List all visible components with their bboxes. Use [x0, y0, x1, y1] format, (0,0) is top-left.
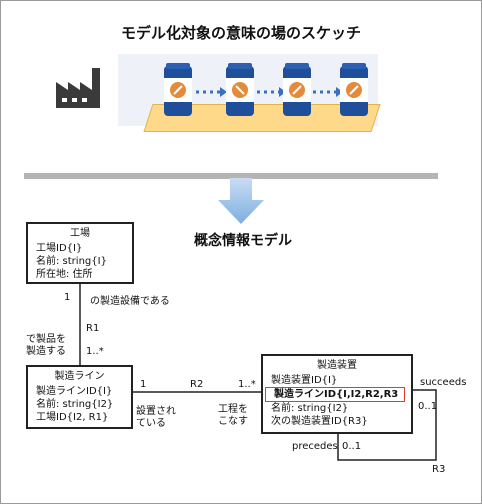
- class-line-name: 製造ライン: [54, 371, 105, 382]
- r1-mult-b: 1..*: [86, 346, 104, 357]
- r2-phrase-b: 工程を こなす: [218, 404, 248, 427]
- r3-mult-b: 0..1: [342, 441, 362, 452]
- down-arrow-icon: [218, 178, 264, 224]
- r3-line: [337, 389, 437, 461]
- class-factory-name: 工場: [70, 228, 90, 239]
- highlighted-attr: 製造ラインID{I,I2,R2,R3: [265, 387, 405, 402]
- class-equipment: 製造装置 製造装置ID{I} 製造ラインID{I,I2,R2,R3 名前: st…: [261, 354, 413, 434]
- class-device-attr: 次の製造装置ID{R3}: [271, 416, 368, 427]
- r1-mult-a: 1: [64, 292, 71, 303]
- class-factory: 工場 工場ID{I} 名前: string{I} 所在地: 住所: [26, 222, 134, 284]
- r3-mult-a: 0..1: [418, 401, 438, 412]
- r3-phrase-b: precedes: [292, 441, 338, 452]
- r2-mult-b: 1..*: [238, 379, 256, 390]
- r3-label: R3: [432, 464, 446, 475]
- factory-icon: [56, 68, 100, 108]
- model-title: 概念情報モデル: [194, 233, 292, 249]
- r1-phrase-a: の製造設備である: [90, 296, 170, 307]
- class-device-name: 製造装置: [317, 360, 357, 371]
- class-factory-attr: 所在地: 住所: [36, 269, 93, 280]
- r2-label: R2: [190, 379, 204, 390]
- flow-arrowheads: [220, 87, 343, 97]
- sketch-title: モデル化対象の意味の場のスケッチ: [120, 24, 361, 42]
- class-line-attr: 製造ラインID{I}: [36, 386, 113, 397]
- class-line-attr: 工場ID{I2, R1}: [36, 412, 109, 423]
- product-can-icon: [340, 63, 368, 116]
- product-can-icon: [226, 63, 254, 116]
- r1-label: R1: [86, 323, 100, 334]
- class-factory-attr: 名前: string{I}: [36, 256, 107, 267]
- r2-mult-a: 1: [140, 379, 147, 390]
- separator-bar: [24, 173, 438, 179]
- class-line-attr: 名前: string{I2}: [36, 399, 114, 410]
- r1-phrase-b: で製品を 製造する: [26, 334, 66, 357]
- class-factory-attr: 工場ID{I}: [36, 243, 83, 254]
- product-can-icon: [164, 63, 192, 116]
- class-production-line: 製造ライン 製造ラインID{I} 名前: string{I2} 工場ID{I2,…: [26, 365, 133, 429]
- class-device-attr: 名前: string{I2}: [271, 403, 349, 414]
- r3-phrase-a: succeeds: [420, 377, 467, 388]
- r2-phrase-a: 設置され ている: [136, 406, 176, 429]
- class-device-attr: 製造装置ID{I}: [271, 375, 338, 386]
- product-can-icon: [283, 63, 311, 116]
